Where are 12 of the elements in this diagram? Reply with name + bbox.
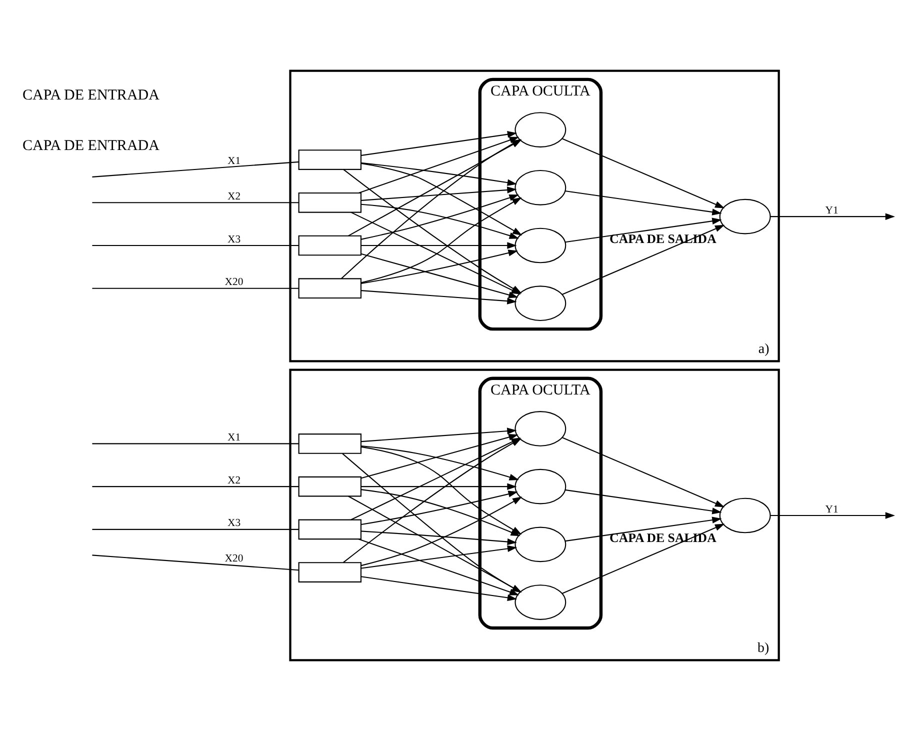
edge-label: X2 [227, 190, 241, 202]
edge-label: X3 [227, 233, 241, 246]
edge-label: X20 [224, 552, 244, 565]
edge-label: X1 [227, 155, 241, 168]
edge-label: X20 [224, 276, 244, 288]
label: CAPA DE ENTRADA [22, 138, 160, 154]
edge-label: X3 [227, 517, 241, 530]
edge-label: Y1 [825, 204, 838, 216]
edge-label: X1 [227, 432, 241, 444]
edge-label: X2 [227, 474, 241, 486]
edge-label: Y1 [825, 503, 838, 516]
label: CAPA DE ENTRADA [22, 87, 160, 104]
